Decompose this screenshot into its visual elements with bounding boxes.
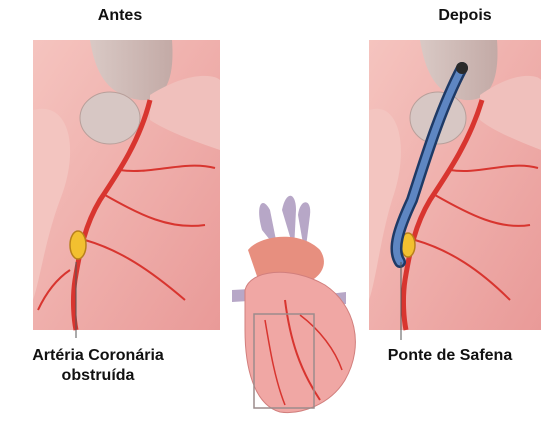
heart-diagram xyxy=(232,196,355,413)
after-panel xyxy=(369,40,541,340)
before-panel xyxy=(33,40,220,338)
label-bypass-graft: Ponte de Safena xyxy=(360,346,540,366)
label-blocked-artery: Artéria Coronária obstruída xyxy=(0,346,196,386)
